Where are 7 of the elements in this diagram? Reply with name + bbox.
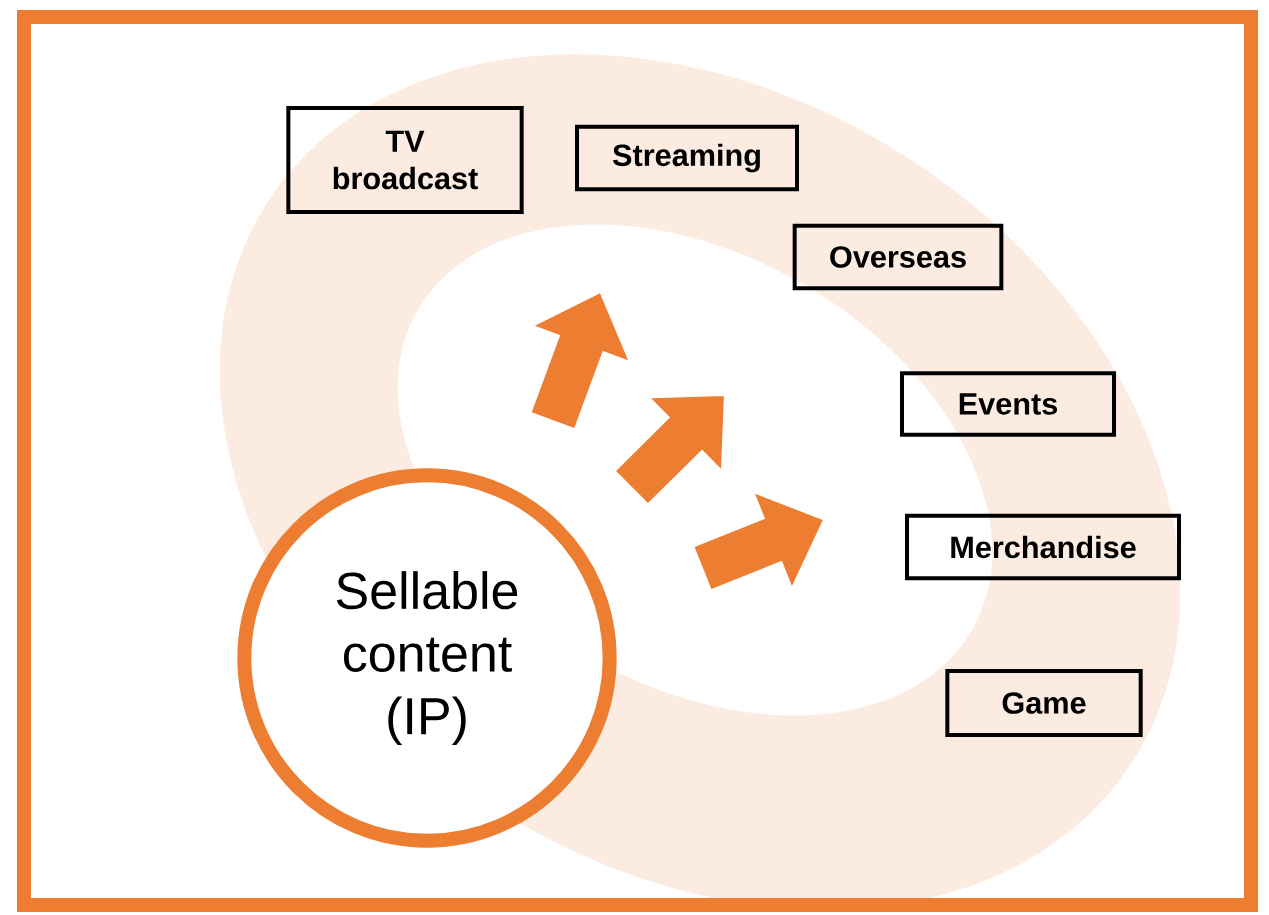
channel-box: TV broadcast [286, 106, 524, 214]
channel-box: Events [900, 371, 1116, 437]
channel-box: Overseas [792, 223, 1004, 291]
node-label: Sellable content (IP) [336, 571, 518, 745]
channel-box: Streaming [575, 124, 799, 192]
channel-box: Merchandise [905, 513, 1181, 581]
channel-box: Game [945, 669, 1143, 737]
